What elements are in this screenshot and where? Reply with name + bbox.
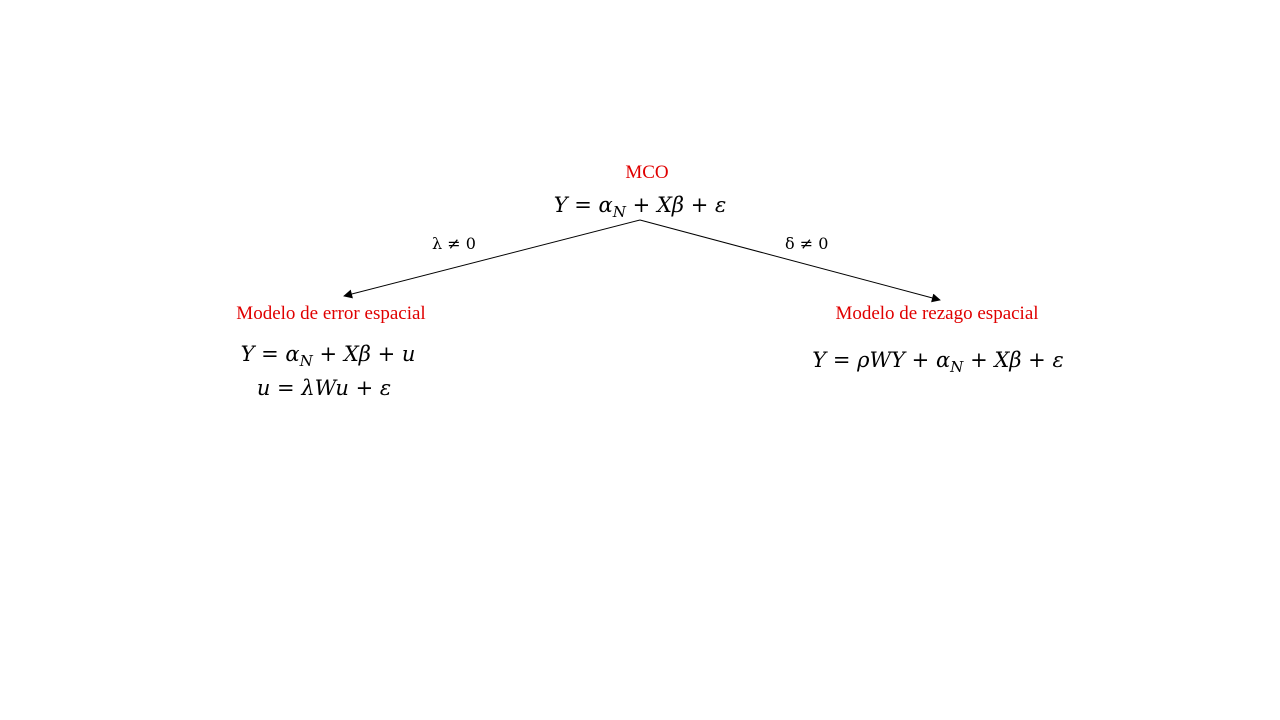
left-edge-label: λ ≠ 0 (432, 234, 476, 253)
left-equation-1: Y = αN + Xβ + u (240, 342, 416, 371)
left-model-title: Modelo de error espacial (236, 303, 426, 324)
left-equation-2: u = λWu + ε (256, 376, 392, 400)
right-model-title: Modelo de rezago espacial (835, 303, 1039, 324)
right-edge-label: δ ≠ 0 (785, 234, 829, 253)
root-title: MCO (625, 162, 669, 183)
right-equation: Y = ρWY + αN + Xβ + ε (812, 348, 1064, 377)
root-equation: Y = αN + Xβ + ε (553, 193, 727, 222)
edge-root-to-right (639, 219, 941, 303)
edge-root-to-left (343, 219, 641, 299)
